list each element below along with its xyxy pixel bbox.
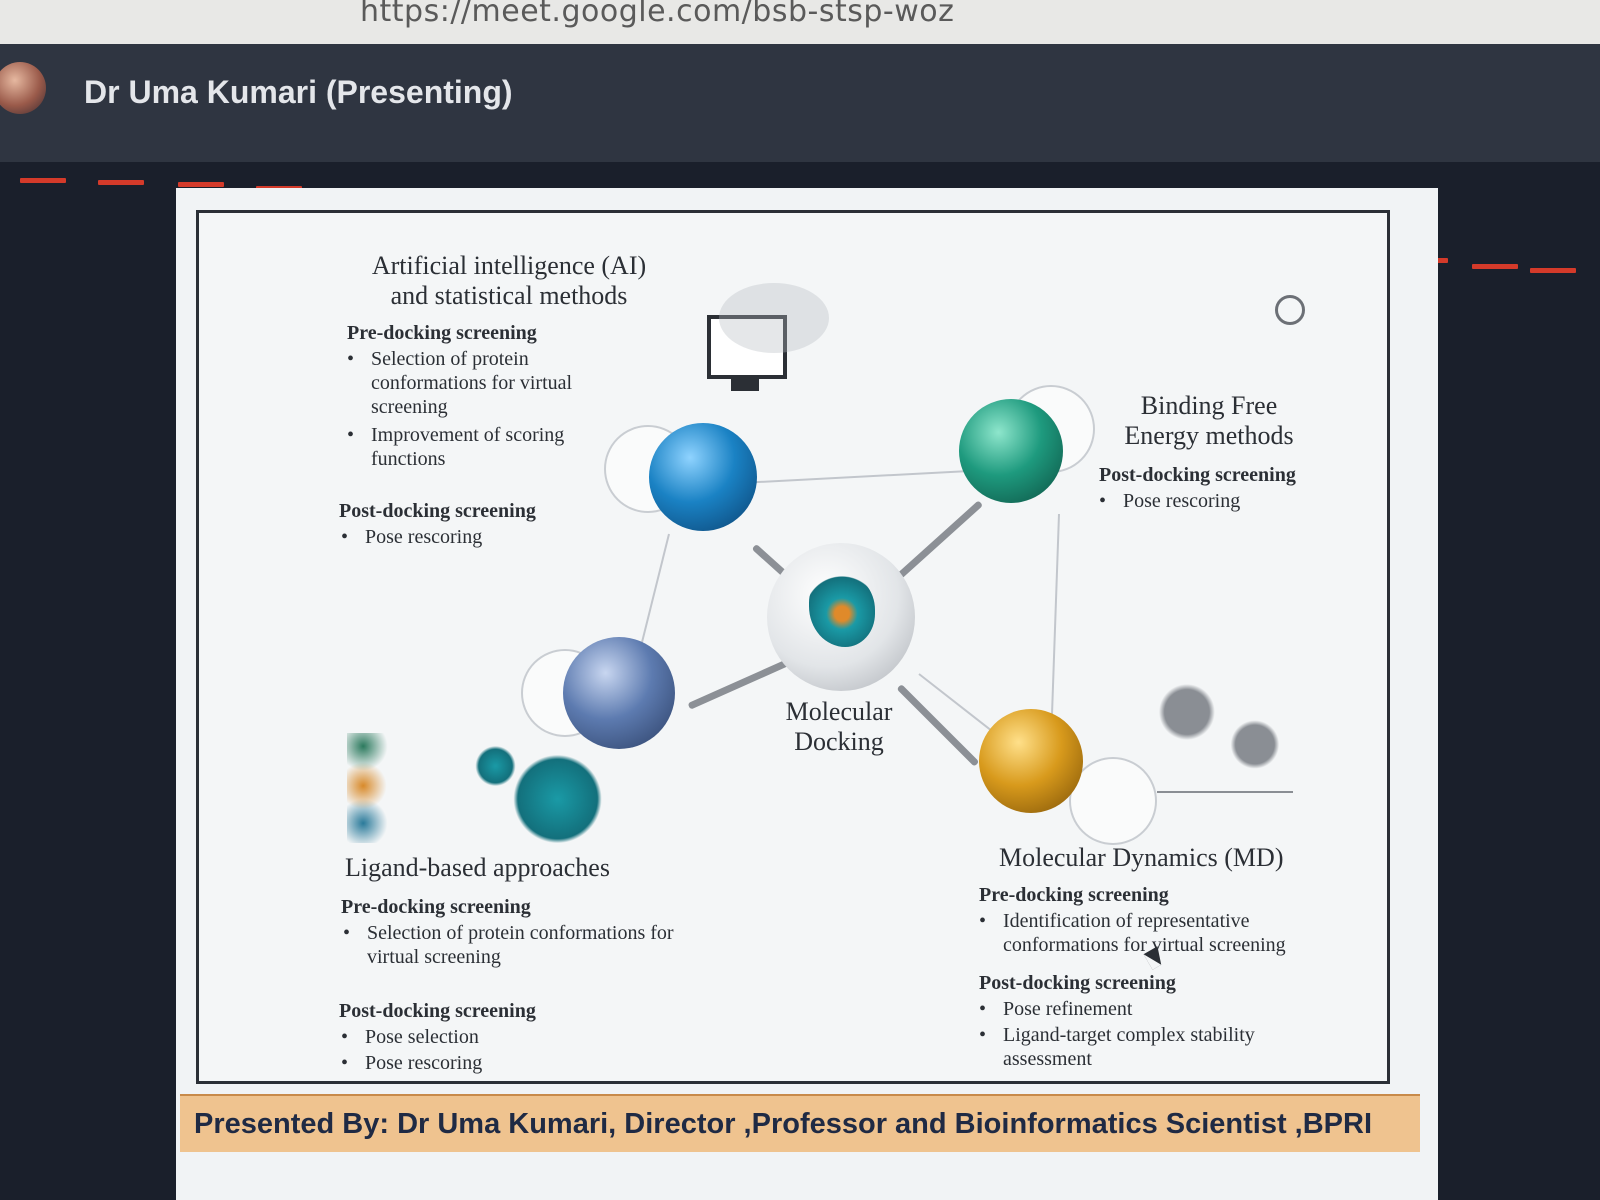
md-post-heading: Post-docking screening (979, 972, 1176, 994)
protein-icon (809, 573, 875, 647)
docking-label-line2: Docking (794, 727, 884, 756)
ligand-pre-heading: Pre-docking screening (341, 896, 531, 918)
brain-icon (719, 283, 829, 353)
shared-slide: Artificial intelligence (AI) and statist… (176, 188, 1438, 1200)
ligand-post-item: Pose rescoring (341, 1051, 482, 1075)
ai-post-heading: Post-docking screening (339, 500, 536, 522)
target-icon (1275, 295, 1305, 325)
md-post-item: Pose refinement (979, 997, 1132, 1021)
md-title: Molecular Dynamics (MD) (999, 843, 1284, 872)
bfe-title-line1: Binding Free (1140, 391, 1278, 420)
ai-post-item: Pose rescoring (341, 525, 482, 549)
docking-label-line1: Molecular (785, 697, 893, 726)
presenter-footer: Presented By: Dr Uma Kumari, Director ,P… (180, 1094, 1420, 1152)
monitor-stand-icon (731, 377, 759, 391)
ligand-post-item: Pose selection (341, 1025, 479, 1049)
docking-sphere (767, 543, 915, 691)
ai-pre-item: Selection of protein conformations for v… (347, 347, 631, 419)
ai-title-line2: and statistical methods (390, 281, 628, 310)
md-post-item: Ligand-target complex stability assessme… (979, 1023, 1293, 1071)
md-pre-item: Identification of representative conform… (979, 909, 1313, 957)
bfe-title-line2: Energy methods (1124, 421, 1294, 450)
bfe-post-heading: Post-docking screening (1099, 464, 1296, 486)
sphere-ring (1069, 757, 1157, 845)
footer-text: Presented By: Dr Uma Kumari, Director ,P… (194, 1108, 1373, 1140)
browser-address-bar[interactable]: https://meet.google.com/bsb-stsp-woz (0, 0, 1600, 44)
md-pre-heading: Pre-docking screening (979, 884, 1169, 906)
ligand-pre-item: Selection of protein conformations for v… (343, 921, 707, 969)
presenter-name: Dr Uma Kumari (Presenting) (84, 74, 513, 110)
meeting-header: Dr Uma Kumari (Presenting) (0, 44, 1600, 162)
ai-title-line1: Artificial intelligence (AI) (371, 251, 647, 280)
link-bfe (896, 500, 984, 580)
bfe-sphere (959, 399, 1063, 503)
url-text[interactable]: https://meet.google.com/bsb-stsp-woz (360, 0, 955, 29)
ai-pre-item: Improvement of scoring functions (347, 423, 611, 471)
slide-diagram: Artificial intelligence (AI) and statist… (196, 210, 1390, 1084)
bfe-post-item: Pose rescoring (1099, 489, 1240, 513)
ligand-post-heading: Post-docking screening (339, 1000, 536, 1022)
ai-pre-heading: Pre-docking screening (347, 322, 537, 344)
ligand-structures-icon (347, 733, 617, 843)
md-proteins-icon (1157, 673, 1293, 803)
ligand-title: Ligand-based approaches (345, 853, 610, 882)
presenter-avatar[interactable] (0, 62, 46, 114)
ligand-sphere (563, 637, 675, 749)
ai-sphere (649, 423, 757, 531)
md-sphere (979, 709, 1083, 813)
